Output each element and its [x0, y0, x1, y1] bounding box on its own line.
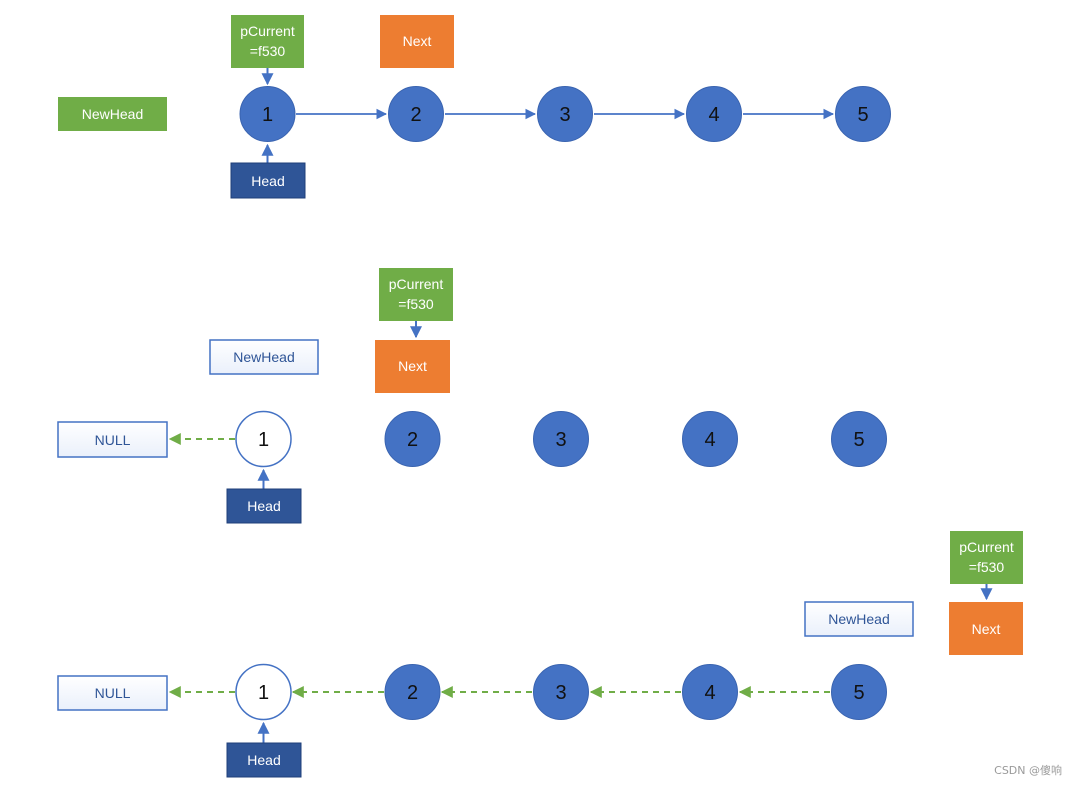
node-value: 3	[559, 104, 570, 126]
node-2: 2	[388, 86, 444, 142]
newhead-label: NewHead	[233, 349, 294, 365]
node-value: 3	[555, 429, 566, 451]
pcurrent-box: pCurrent =f530	[379, 268, 453, 321]
null-box: NULL	[57, 421, 168, 458]
node-value: 5	[857, 104, 868, 126]
node-value: 5	[853, 429, 864, 451]
watermark: CSDN @傻响	[994, 764, 1062, 777]
newhead-box: NewHead	[804, 601, 914, 637]
next-label: Next	[398, 358, 427, 374]
node-1: 1	[239, 86, 296, 142]
node-value: 1	[262, 104, 273, 126]
null-label: NULL	[95, 432, 131, 448]
head-label: Head	[251, 173, 284, 189]
newhead-label: NewHead	[82, 106, 143, 122]
node-value: 3	[555, 682, 566, 704]
node-value: 4	[704, 682, 715, 704]
pcurrent-label-line2: =f530	[398, 296, 434, 312]
node-4: 4	[682, 664, 738, 720]
head-label: Head	[247, 498, 280, 514]
newhead-box: NewHead	[58, 97, 167, 131]
node-value: 2	[410, 104, 421, 126]
node-2: 2	[384, 411, 441, 467]
null-box: NULL	[57, 675, 168, 711]
node-value: 2	[407, 682, 418, 704]
node-value: 2	[407, 429, 418, 451]
head-box: Head	[230, 162, 306, 199]
node-1: 1	[235, 663, 292, 721]
node-5: 5	[831, 411, 887, 467]
node-3: 3	[533, 411, 589, 467]
pcurrent-label-line2: =f530	[250, 43, 286, 59]
node-value: 4	[708, 104, 719, 126]
null-label: NULL	[95, 685, 131, 701]
pcurrent-box: pCurrent =f530	[950, 531, 1023, 584]
head-label: Head	[247, 752, 280, 768]
newhead-box: NewHead	[209, 339, 319, 375]
node-3: 3	[533, 664, 589, 720]
next-label: Next	[972, 621, 1001, 637]
node-5: 5	[835, 86, 891, 142]
node-5: 5	[831, 664, 887, 720]
stage-1: pCurrent =f530 Next NewHead 1 2	[58, 15, 891, 199]
node-3: 3	[537, 86, 593, 142]
next-box: Next	[949, 602, 1023, 655]
node-value: 5	[853, 682, 864, 704]
node-1: 1	[235, 410, 292, 468]
node-value: 4	[704, 429, 715, 451]
next-box: Next	[380, 15, 454, 68]
next-label: Next	[403, 33, 432, 49]
pcurrent-label-line1: pCurrent	[959, 539, 1014, 555]
pcurrent-box: pCurrent =f530	[231, 15, 304, 68]
node-value: 1	[258, 429, 269, 451]
node-2: 2	[384, 664, 441, 720]
newhead-label: NewHead	[828, 611, 889, 627]
node-4: 4	[682, 411, 738, 467]
stage-2: pCurrent =f530 Next NewHead NULL 1 2 3	[57, 268, 887, 524]
pcurrent-label-line1: pCurrent	[240, 23, 295, 39]
head-box: Head	[226, 742, 302, 778]
head-box: Head	[226, 488, 302, 524]
pcurrent-label-line1: pCurrent	[389, 276, 444, 292]
next-box: Next	[375, 340, 450, 393]
node-4: 4	[686, 86, 742, 142]
stage-3: pCurrent =f530 Next NewHead NULL 1 2	[57, 531, 1023, 778]
node-value: 1	[258, 682, 269, 704]
pcurrent-label-line2: =f530	[969, 559, 1005, 575]
